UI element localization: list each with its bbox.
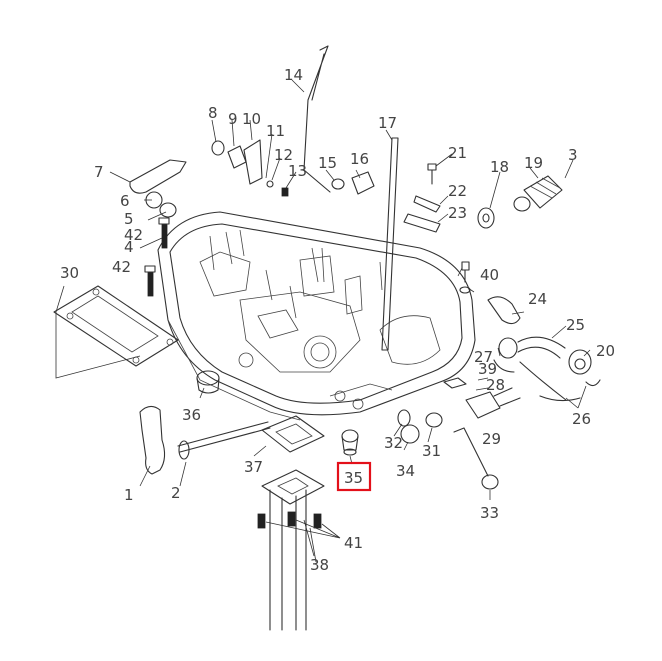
callout-17: 17 bbox=[378, 114, 397, 132]
callout-36: 36 bbox=[182, 406, 201, 424]
callout-2: 2 bbox=[171, 484, 181, 502]
part-31-plug bbox=[425, 412, 443, 428]
callout-39: 39 bbox=[478, 360, 497, 378]
callout-18: 18 bbox=[490, 158, 509, 176]
part-18-bushing bbox=[477, 207, 495, 229]
part-29-fitting bbox=[465, 387, 521, 419]
leader-lines bbox=[55, 79, 591, 563]
callout-21: 21 bbox=[448, 144, 467, 162]
callout-34: 34 bbox=[396, 462, 415, 480]
part-42-bolts bbox=[144, 217, 170, 297]
part-21-screw bbox=[427, 163, 437, 185]
callout-9: 9 bbox=[228, 110, 238, 128]
part-35-drain-fitting bbox=[341, 429, 359, 456]
callout-33: 33 bbox=[480, 504, 499, 522]
callout-35-highlight-box[interactable] bbox=[336, 461, 372, 492]
callout-42a: 42 bbox=[124, 226, 143, 244]
callout-5: 5 bbox=[124, 210, 134, 228]
part-17-rod bbox=[381, 137, 399, 351]
callout-24: 24 bbox=[528, 290, 547, 308]
callout-8: 8 bbox=[208, 104, 218, 122]
part-13-screw bbox=[281, 187, 289, 197]
part-19-cylinder bbox=[513, 175, 563, 212]
part-1-tiller-handle bbox=[139, 405, 166, 475]
part-40-bolt bbox=[459, 261, 471, 294]
part-16-bracket bbox=[351, 171, 375, 195]
callout-35: 35 bbox=[344, 469, 363, 487]
part-15-fitting bbox=[331, 178, 345, 190]
callout-32: 32 bbox=[384, 434, 403, 452]
part-25-hose bbox=[517, 336, 566, 359]
part-20-grommet bbox=[568, 349, 592, 375]
callout-27: 27 bbox=[474, 348, 493, 366]
callout-7: 7 bbox=[94, 163, 104, 181]
part-10-bracket bbox=[243, 139, 263, 185]
callout-23: 23 bbox=[448, 204, 467, 222]
callout-20: 20 bbox=[596, 342, 615, 360]
part-36-plug bbox=[196, 370, 220, 394]
part-26-clips bbox=[519, 361, 601, 402]
part-33-cable bbox=[453, 427, 499, 490]
callout-38: 38 bbox=[310, 556, 329, 574]
part-22-plate bbox=[413, 195, 441, 213]
callout-10: 10 bbox=[242, 110, 261, 128]
callout-4: 4 bbox=[124, 238, 134, 256]
part-7-lever bbox=[129, 159, 187, 194]
part-2-shaft bbox=[177, 421, 271, 460]
part-23-plate bbox=[403, 213, 441, 233]
part-41-bolts bbox=[257, 511, 322, 529]
part-32-grommet bbox=[397, 409, 411, 427]
part-24-seal bbox=[487, 296, 521, 325]
callout-37: 37 bbox=[244, 458, 263, 476]
part-5-collar bbox=[159, 202, 177, 218]
part-38-extension bbox=[261, 469, 325, 631]
callout-29: 29 bbox=[482, 430, 501, 448]
part-14-rod bbox=[303, 45, 331, 193]
part-12-nut bbox=[266, 180, 274, 188]
part-9-clip bbox=[227, 145, 247, 169]
part-37-gasket bbox=[261, 415, 325, 453]
callout-31: 31 bbox=[422, 442, 441, 460]
callout-11: 11 bbox=[266, 122, 285, 140]
callout-13: 13 bbox=[288, 162, 307, 180]
callout-40: 40 bbox=[480, 266, 499, 284]
part-34-cap bbox=[400, 424, 420, 444]
lower-cowling bbox=[157, 211, 476, 421]
callout-12: 12 bbox=[274, 146, 293, 164]
callout-3: 3 bbox=[568, 146, 578, 164]
callout-16: 16 bbox=[350, 150, 369, 168]
callout-25: 25 bbox=[566, 316, 585, 334]
callout-19: 19 bbox=[524, 154, 543, 172]
callout-22: 22 bbox=[448, 182, 467, 200]
part-27-connector bbox=[493, 337, 518, 373]
callout-6: 6 bbox=[120, 192, 130, 210]
callout-labels: 1 2 3 4 5 6 7 8 9 10 11 12 13 14 15 16 1… bbox=[60, 66, 615, 574]
part-8-washer bbox=[211, 140, 225, 156]
part-30-gasket bbox=[53, 285, 179, 367]
callout-15: 15 bbox=[318, 154, 337, 172]
callout-14: 14 bbox=[284, 66, 303, 84]
part-39-hose bbox=[443, 377, 467, 389]
callout-1: 1 bbox=[124, 486, 134, 504]
callout-41: 41 bbox=[344, 534, 363, 552]
callout-26: 26 bbox=[572, 410, 591, 428]
callout-30: 30 bbox=[60, 264, 79, 282]
callout-42b: 42 bbox=[112, 258, 131, 276]
callout-28: 28 bbox=[486, 376, 505, 394]
